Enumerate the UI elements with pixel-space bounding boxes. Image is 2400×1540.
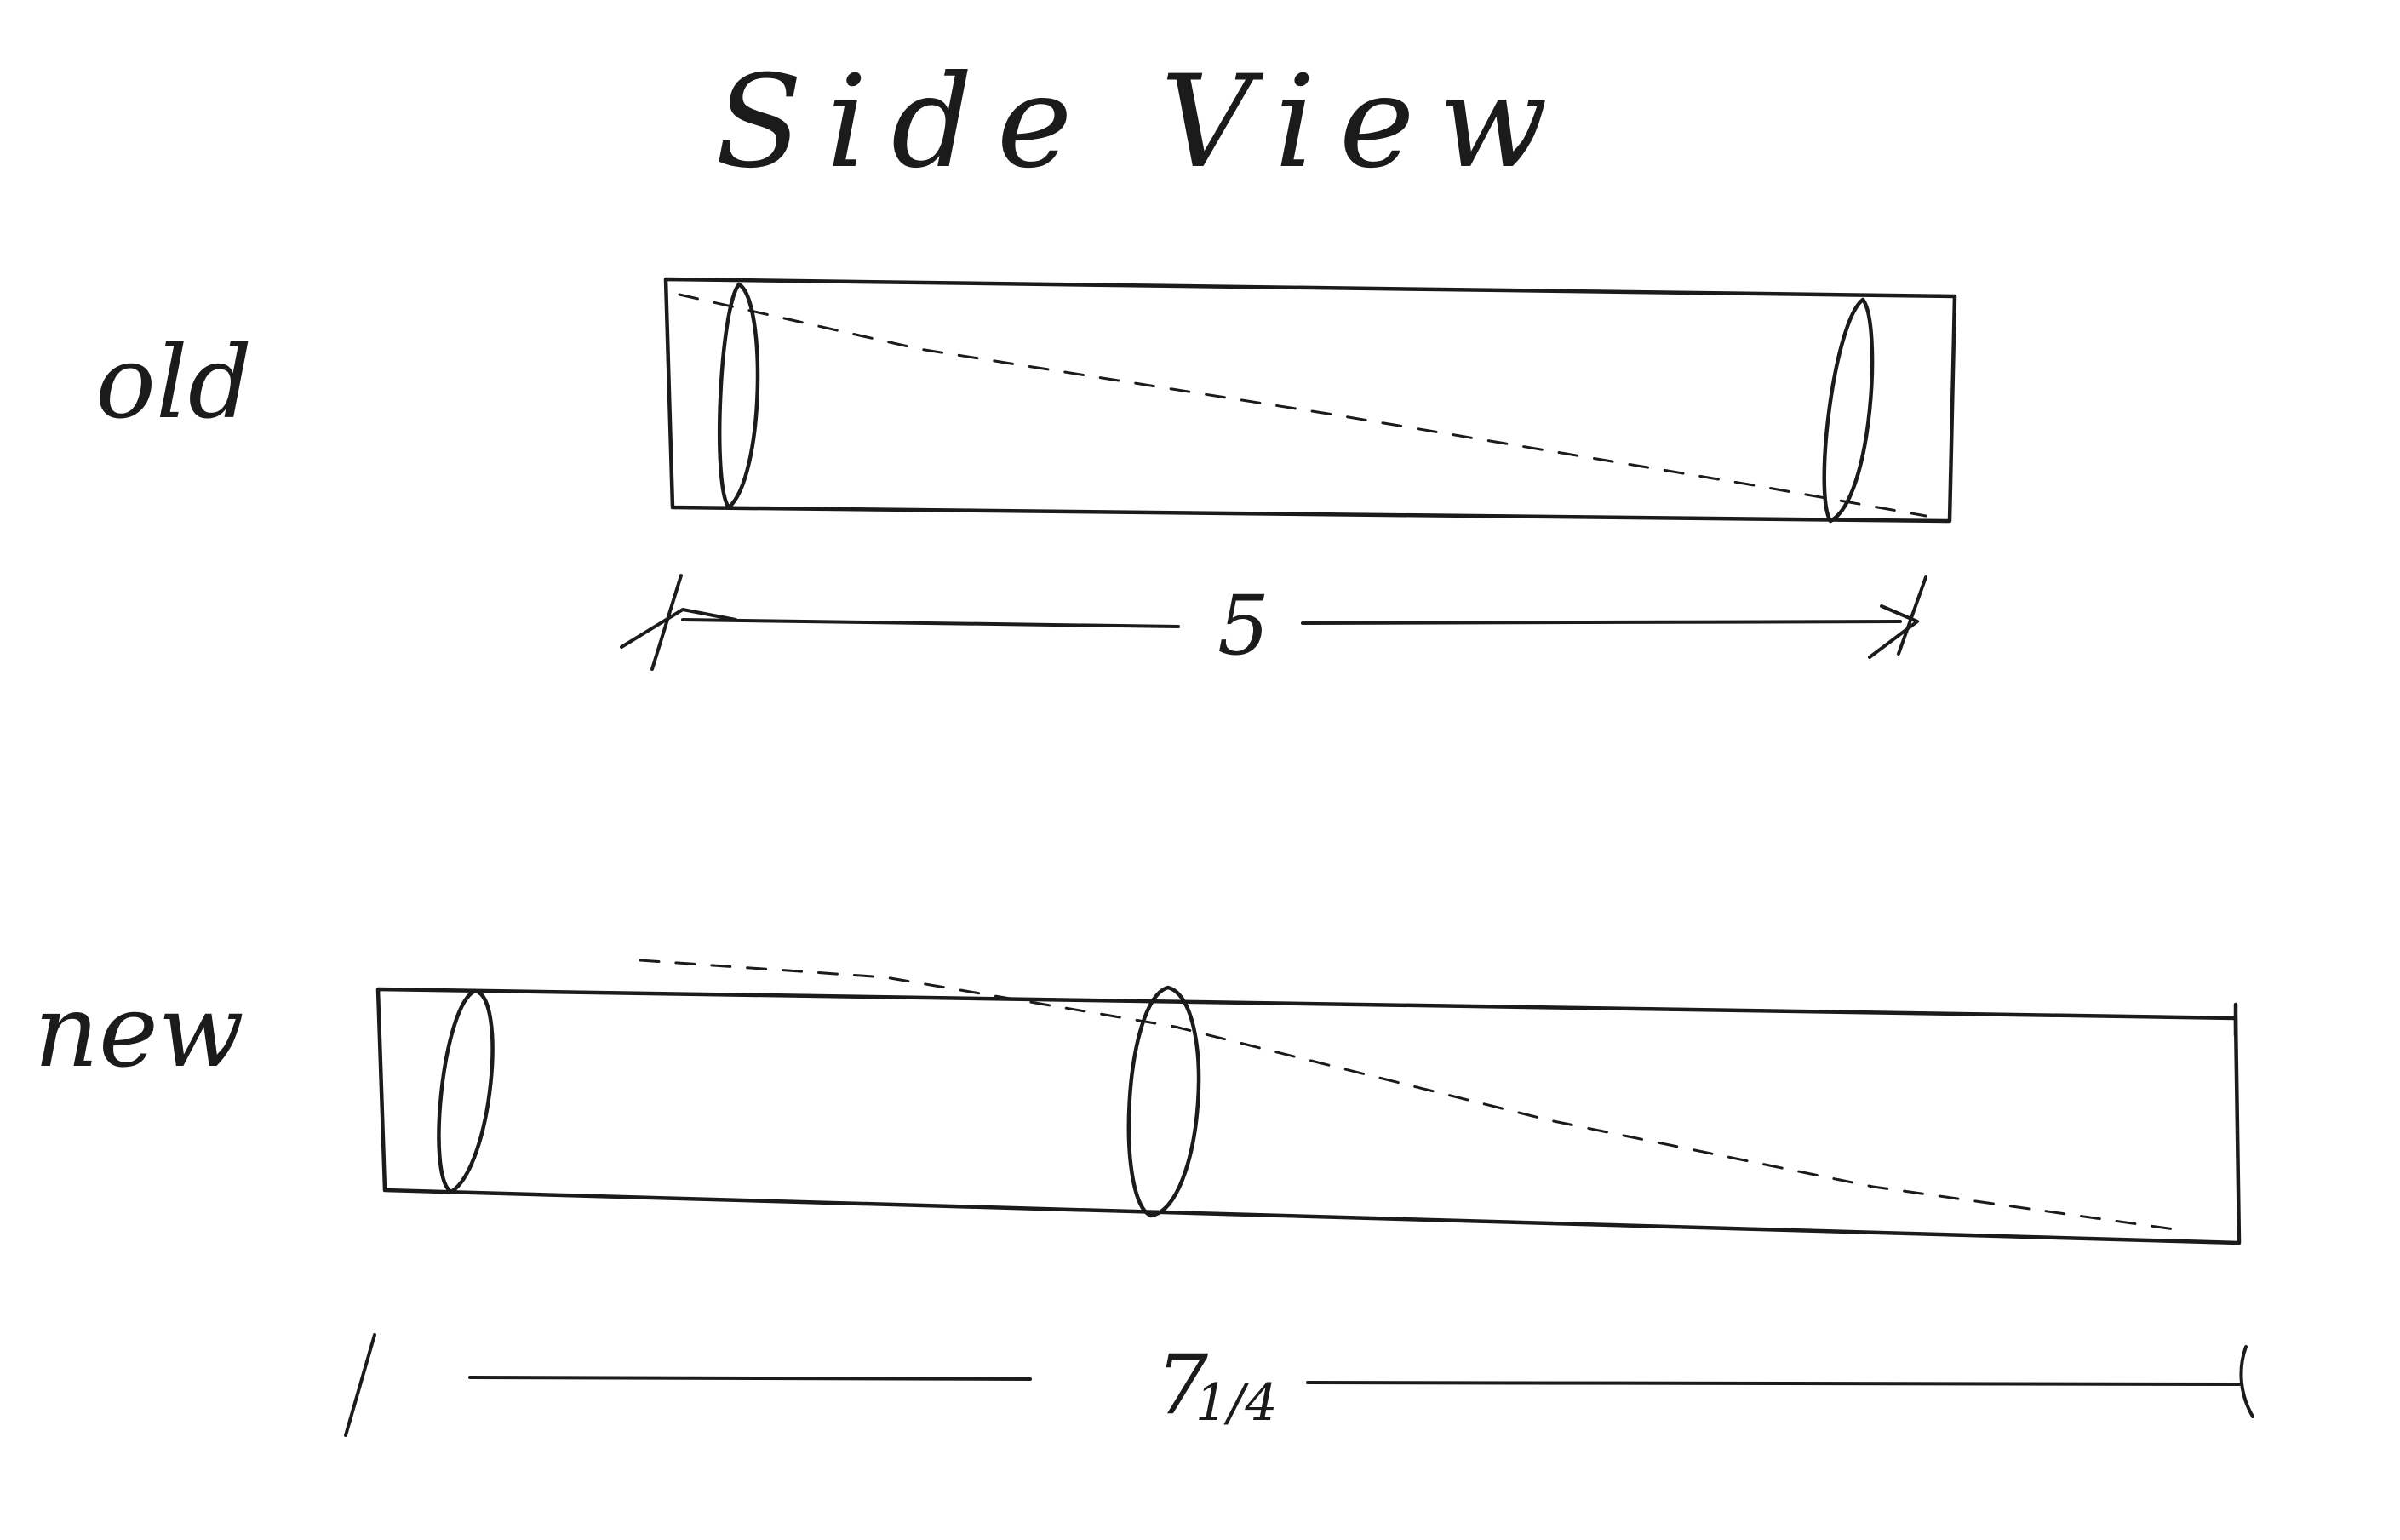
new-dimension: 7 1/4 [344, 1333, 2254, 1437]
old-label: old [95, 323, 252, 441]
drawing-title: Side View [715, 49, 1572, 197]
old-dimension-left-tick [650, 574, 683, 671]
old-dimension: 5 [620, 574, 1927, 673]
new-tube-outline [375, 987, 2242, 1245]
new-dimension-fraction: 1/4 [1195, 1373, 1278, 1433]
old-slope-dashed-line [678, 293, 1927, 518]
old-tube [663, 277, 1957, 524]
new-label: new [34, 972, 244, 1090]
old-dimension-line-left [681, 618, 1180, 628]
old-dimension-right-arrow [1897, 575, 1927, 656]
new-tube [375, 959, 2242, 1245]
new-dimension-whole: 7 [1156, 1337, 1208, 1433]
old-tube-outline [663, 277, 1957, 524]
old-dimension-left-arrow [620, 608, 737, 649]
old-dimension-value: 5 [1217, 578, 1269, 673]
new-dimension-line-right [1306, 1381, 2241, 1386]
new-middle-ring [1126, 985, 1201, 1218]
old-dimension-line-right [1301, 620, 1902, 625]
new-dimension-right-tick [2239, 1345, 2254, 1418]
new-left-ring [437, 988, 495, 1194]
new-dimension-line-left [468, 1376, 1032, 1381]
new-dimension-left-tick [344, 1333, 376, 1437]
new-slope-dashed-line [639, 959, 2188, 1233]
old-right-ring [1822, 297, 1875, 524]
old-dimension-right-arrowhead [1868, 604, 1919, 659]
old-left-ring [717, 282, 760, 510]
